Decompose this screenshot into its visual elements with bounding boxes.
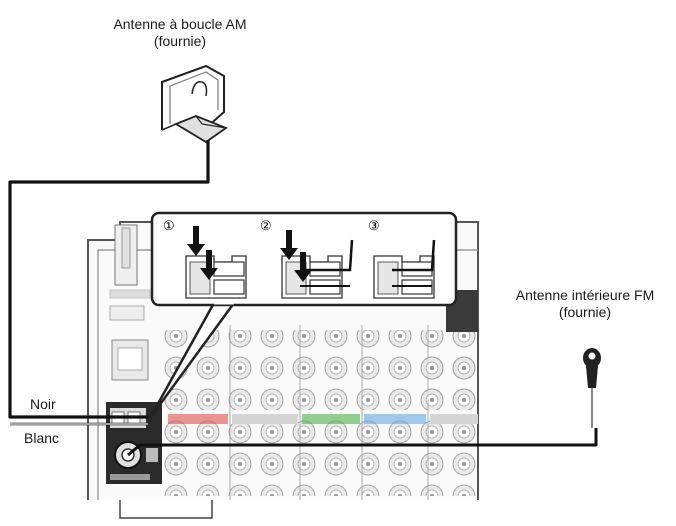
- fm-antenna-label-line2: (fournie): [558, 304, 612, 320]
- arrow-down-icon: [187, 226, 205, 256]
- step-1: ①: [163, 218, 247, 299]
- callout-pointer: [148, 302, 236, 420]
- fm-antenna-label: Antenne intérieure FM (fournie): [494, 287, 676, 321]
- black-wire-label: Noir: [30, 396, 56, 412]
- am-antenna-label: Antenne à boucle AM (fournie): [80, 16, 280, 50]
- step-2: ②: [260, 218, 354, 299]
- arrow-down-icon: [294, 252, 312, 282]
- step-3: ③: [368, 218, 436, 299]
- fm-antenna-cable: [127, 428, 598, 457]
- connection-steps-inset: ① ② ③: [150, 211, 458, 307]
- am-antenna-label-line2: (fournie): [153, 33, 207, 49]
- arrow-down-icon: [200, 250, 218, 280]
- step-1-number: ①: [163, 218, 175, 233]
- fm-indoor-antenna-icon: [583, 348, 601, 428]
- am-antenna-label-line1: Antenne à boucle AM: [113, 16, 247, 32]
- am-antenna-cable: [8, 140, 210, 419]
- fm-antenna-label-line1: Antenne intérieure FM: [515, 287, 655, 303]
- step-3-number: ③: [368, 218, 380, 233]
- step-2-number: ②: [260, 218, 272, 233]
- white-wire-label: Blanc: [24, 430, 60, 446]
- arrow-down-icon: [280, 230, 298, 260]
- am-loop-antenna-icon: [161, 64, 228, 144]
